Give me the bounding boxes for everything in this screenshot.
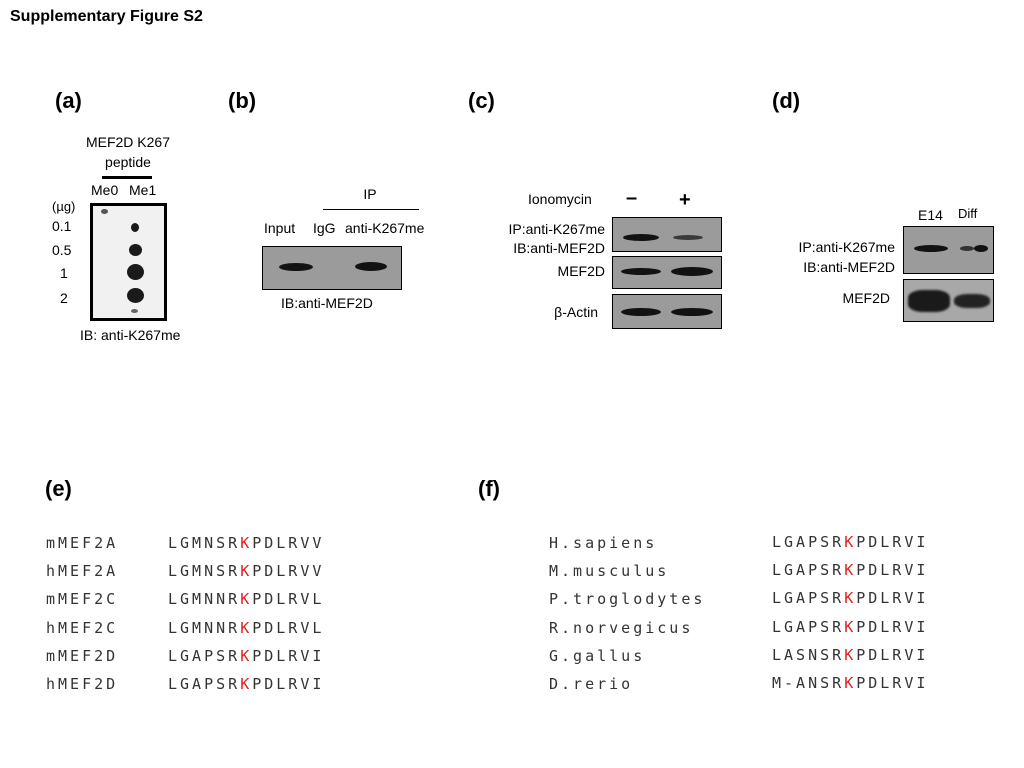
dot-me1-0-5 xyxy=(129,244,142,256)
panel-f-seq-4: LASNSRKPDLRVI xyxy=(772,646,929,664)
panel-f-seq-5: M-ANSRKPDLRVI xyxy=(772,674,929,692)
panel-f-seq-2: LGAPSRKPDLRVI xyxy=(772,589,929,607)
amount-0-5: 0.5 xyxy=(52,242,72,258)
lane-igg: IgG xyxy=(313,220,336,236)
band-d-ip-diff-a xyxy=(960,246,974,251)
panel-a-ib-label: IB: anti-K267me xyxy=(80,327,181,343)
ionomycin-minus: – xyxy=(626,187,638,209)
panel-label-a: (a) xyxy=(55,88,82,113)
band-d-mef2d-e14 xyxy=(908,290,950,312)
col-me0: Me0 xyxy=(91,182,119,198)
panel-e-name-4: mMEF2D xyxy=(46,647,119,665)
highlight-k: K xyxy=(844,589,857,607)
highlight-k: K xyxy=(844,533,857,551)
panel-d-blot-mef2d xyxy=(903,279,994,322)
panel-e-seq-5: LGAPSRKPDLRVI xyxy=(168,675,325,693)
panel-b-ib-label: IB:anti-MEF2D xyxy=(281,295,373,311)
panel-f-name-3: R.norvegicus xyxy=(549,619,694,637)
panel-f-seq-3: LGAPSRKPDLRVI xyxy=(772,618,929,636)
highlight-k: K xyxy=(240,590,253,608)
amount-2: 2 xyxy=(60,290,68,306)
band-d-mef2d-diff xyxy=(954,294,990,308)
panel-label-b: (b) xyxy=(228,88,257,113)
panel-e-name-1: hMEF2A xyxy=(46,562,119,580)
panel-d-row2: MEF2D xyxy=(842,290,890,306)
panel-c-blot-actin xyxy=(612,294,722,329)
ionomycin-plus: + xyxy=(679,189,691,211)
band-ip-minus xyxy=(623,234,659,241)
dot-me0-0-1 xyxy=(101,209,108,214)
panel-label-f: (f) xyxy=(478,476,500,501)
band-mef2d-plus xyxy=(671,267,713,276)
band-actin-minus xyxy=(621,308,661,316)
panel-f-name-2: P.troglodytes xyxy=(549,590,706,608)
band-input xyxy=(279,263,313,271)
highlight-k: K xyxy=(844,618,857,636)
lane-diff: Diff xyxy=(958,206,978,221)
panel-c-row1-line2: IB:anti-MEF2D xyxy=(513,240,605,256)
panel-f-name-4: G.gallus xyxy=(549,647,646,665)
band-anti-k267me xyxy=(355,262,387,271)
dot-me1-2 xyxy=(127,288,144,303)
panel-c-row1-line1: IP:anti-K267me xyxy=(508,221,606,237)
panel-e-seq-0: LGMNSRKPDLRVV xyxy=(168,534,325,552)
band-ip-plus xyxy=(673,235,703,240)
highlight-k: K xyxy=(240,647,253,665)
panel-c-row2: MEF2D xyxy=(557,263,605,279)
panel-e-seq-1: LGMNSRKPDLRVV xyxy=(168,562,325,580)
dot-me1-1 xyxy=(127,264,144,280)
band-d-ip-e14 xyxy=(914,245,948,252)
highlight-k: K xyxy=(240,619,253,637)
ip-line xyxy=(323,209,419,210)
panel-d-row1-line1: IP:anti-K267me xyxy=(798,239,896,255)
highlight-k: K xyxy=(844,646,857,664)
dot-me1-0-1 xyxy=(131,223,139,232)
panel-c-blot-mef2d xyxy=(612,256,722,289)
amount-0-1: 0.1 xyxy=(52,218,72,234)
panel-d-blot-ip xyxy=(903,226,994,274)
band-actin-plus xyxy=(671,308,713,316)
highlight-k: K xyxy=(844,674,857,692)
peptide-label-line1: MEF2D K267 xyxy=(85,134,171,150)
dot-me1-edge xyxy=(131,309,138,313)
lane-e14: E14 xyxy=(918,207,943,223)
panel-e-name-5: hMEF2D xyxy=(46,675,119,693)
band-mef2d-minus xyxy=(621,268,661,275)
panel-d-row1-line2: IB:anti-MEF2D xyxy=(803,259,895,275)
lane-anti-k267me: anti-K267me xyxy=(345,220,425,236)
amount-unit: (µg) xyxy=(52,199,76,214)
highlight-k: K xyxy=(240,675,253,693)
panel-e-name-2: mMEF2C xyxy=(46,590,119,608)
highlight-k: K xyxy=(240,562,253,580)
amount-1: 1 xyxy=(60,265,68,281)
panel-label-e: (e) xyxy=(45,476,72,501)
highlight-k: K xyxy=(240,534,253,552)
panel-f-name-0: H.sapiens xyxy=(549,534,658,552)
highlight-k: K xyxy=(844,561,857,579)
panel-f-name-5: D.rerio xyxy=(549,675,634,693)
panel-e-name-0: mMEF2A xyxy=(46,534,119,552)
panel-f-seq-1: LGAPSRKPDLRVI xyxy=(772,561,929,579)
panel-f-seq-0: LGAPSRKPDLRVI xyxy=(772,533,929,551)
panel-c-blot-ip xyxy=(612,217,722,252)
dot-blot-membrane xyxy=(90,203,167,321)
figure-title: Supplementary Figure S2 xyxy=(10,8,203,25)
panel-b-blot xyxy=(262,246,402,290)
peptide-underline xyxy=(102,176,152,179)
panel-label-c: (c) xyxy=(468,88,495,113)
panel-e-seq-2: LGMNNRKPDLRVL xyxy=(168,590,325,608)
ip-label: IP xyxy=(363,186,377,202)
band-d-ip-diff-b xyxy=(974,245,988,252)
col-me1: Me1 xyxy=(129,182,157,198)
panel-e-seq-3: LGMNNRKPDLRVL xyxy=(168,619,325,637)
panel-label-d: (d) xyxy=(772,88,801,113)
lane-input: Input xyxy=(264,220,296,236)
ionomycin-label: Ionomycin xyxy=(528,191,592,207)
panel-c-row3: β-Actin xyxy=(554,304,598,320)
panel-f-name-1: M.musculus xyxy=(549,562,670,580)
peptide-label-line2: peptide xyxy=(105,154,151,170)
panel-e-seq-4: LGAPSRKPDLRVI xyxy=(168,647,325,665)
panel-e-name-3: hMEF2C xyxy=(46,619,119,637)
